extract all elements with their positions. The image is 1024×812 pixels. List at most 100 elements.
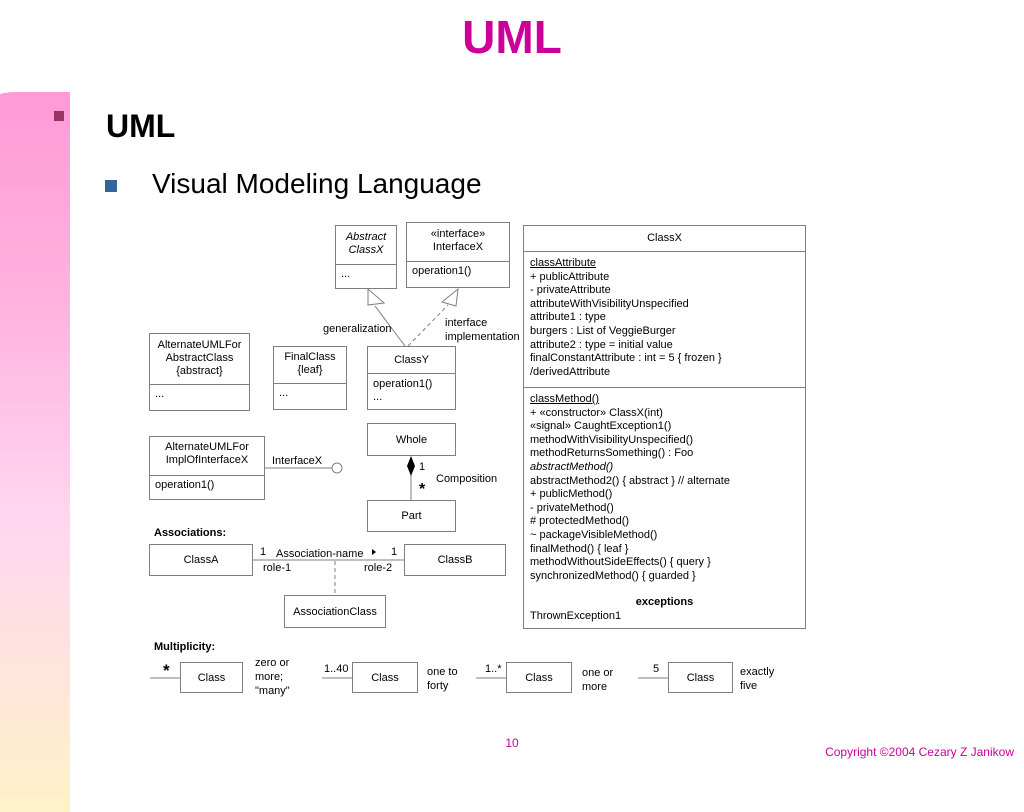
assoc-mult-left: 1 <box>260 546 267 558</box>
multiplicity-desc-line: more; <box>255 671 284 683</box>
class-x-methods: classMethod() + «constructor» ClassX(int… <box>524 387 805 629</box>
class-x-method: abstractMethod2() { abstract } // altern… <box>530 474 730 487</box>
alt-impl-line1: AlternateUMLFor <box>165 441 249 453</box>
generalization-label: generalization <box>323 323 392 335</box>
interface-operation: operation1() <box>407 261 509 281</box>
class-y-op1: operation1() <box>373 378 433 390</box>
multiplicity-class-box: Class <box>506 662 572 693</box>
class-x-method: methodWithoutSideEffects() { query } <box>530 556 711 569</box>
class-a-box: ClassA <box>149 544 253 576</box>
role-2-label: role-2 <box>364 562 393 574</box>
multiplicity-desc-line: five <box>740 680 758 692</box>
association-class-box: AssociationClass <box>284 595 386 628</box>
final-class-line1: FinalClass <box>284 351 336 363</box>
class-x-attributes: classAttribute + publicAttribute - priva… <box>524 251 805 387</box>
class-x-attribute: attributeWithVisibilityUnspecified <box>530 297 689 310</box>
multiplicity-desc-line: exactly <box>740 666 775 678</box>
multiplicity-desc-line: zero or <box>255 657 290 669</box>
class-y-op2: ... <box>373 391 383 403</box>
alt-abstract-body: ... <box>150 384 249 404</box>
interface-implementation-label-2: implementation <box>445 331 520 343</box>
interface-box: «interface» InterfaceX operation1() <box>406 222 510 288</box>
final-class-line2: {leaf} <box>297 364 323 376</box>
realization-line <box>407 304 449 347</box>
alt-abstract-line2: AbstractClass <box>165 352 234 364</box>
class-x-attribute: attribute1 : type <box>530 311 606 324</box>
slide-title: UML <box>462 11 562 63</box>
bullet-square-icon <box>54 111 64 121</box>
alt-impl-box: AlternateUMLFor ImplOfInterfaceX operati… <box>149 436 265 500</box>
realization-arrowhead <box>440 287 459 307</box>
interface-name: InterfaceX <box>432 241 484 253</box>
lollipop-circle <box>331 462 343 474</box>
multiplicity-class-box: Class <box>180 662 243 693</box>
multiplicity-value: 1..* <box>485 663 502 675</box>
class-x-attribute: + publicAttribute <box>530 270 610 283</box>
class-x-name: ClassX <box>647 232 682 244</box>
role-1-label: role-1 <box>263 562 292 574</box>
bullet-1-text: UML <box>106 108 176 144</box>
class-x-attribute: burgers : List of VeggieBurger <box>530 324 676 337</box>
class-y-name: ClassY <box>394 353 429 366</box>
whole-box: Whole <box>367 423 456 456</box>
page-number: 10 <box>505 736 519 750</box>
class-x-method: # protectedMethod() <box>530 515 630 528</box>
multiplicity-desc-line: "many" <box>255 685 290 697</box>
generalization-arrowhead <box>367 287 386 306</box>
association-name: Association-name <box>276 548 364 560</box>
association-class-name: AssociationClass <box>293 605 377 618</box>
class-x-method: classMethod() <box>530 393 600 405</box>
lollipop-label: InterfaceX <box>272 455 323 467</box>
class-x-attribute: - privateAttribute <box>530 284 611 297</box>
class-x-attribute: /derivedAttribute <box>530 365 611 378</box>
composition-label: Composition <box>436 473 498 485</box>
multiplicity-class-name: Class <box>525 671 553 684</box>
multiplicity-desc-line: one to <box>427 666 458 678</box>
interface-stereotype: «interface» <box>430 228 486 240</box>
composition-diamond <box>407 456 415 476</box>
multiplicity-header: Multiplicity: <box>154 641 216 653</box>
class-x-exceptions-header: exceptions <box>635 596 694 609</box>
interface-implementation-label-1: interface <box>445 317 488 329</box>
association-direction-arrow <box>372 549 376 555</box>
abstract-class-box: Abstract ClassX ... <box>335 225 397 289</box>
abstract-class-name-line1: Abstract <box>345 231 387 243</box>
associations-header: Associations: <box>154 527 227 539</box>
class-x-method: ~ packageVisibleMethod() <box>530 528 658 541</box>
diagram-connectors <box>150 287 668 679</box>
class-x-exception: ThrownException1 <box>530 609 622 622</box>
multiplicity-value: 1..40 <box>324 663 349 675</box>
multiplicity-desc-line: one or <box>582 667 614 679</box>
multiplicity-class-name: Class <box>371 671 399 684</box>
alt-impl-operation: operation1() <box>150 475 264 495</box>
class-x-attribute: attribute2 : type = initial value <box>530 338 673 351</box>
abstract-class-name-line2: ClassX <box>348 244 384 256</box>
multiplicity-desc-line: forty <box>427 680 449 692</box>
multiplicity-value: * <box>163 661 170 680</box>
multiplicity-class-name: Class <box>197 671 226 684</box>
bullet-square-icon <box>105 180 117 192</box>
whole-name: Whole <box>395 433 428 446</box>
class-b-name: ClassB <box>437 554 473 566</box>
class-x-method: synchronizedMethod() { guarded } <box>530 569 696 582</box>
class-a-name: ClassA <box>183 554 219 566</box>
class-x-method: methodWithVisibilityUnspecified() <box>530 433 694 446</box>
class-x-attribute: finalConstantAttribute : int = 5 { froze… <box>530 352 722 365</box>
bullet-2-text: Visual Modeling Language <box>152 168 482 199</box>
class-x-method: methodReturnsSomething() : Foo <box>530 447 694 460</box>
alt-abstract-class-box: AlternateUMLFor AbstractClass {abstract}… <box>149 333 250 411</box>
alt-abstract-line1: AlternateUMLFor <box>157 339 242 351</box>
class-x-method: - privateMethod() <box>530 501 614 514</box>
class-b-box: ClassB <box>404 544 506 576</box>
multiplicity-desc-line: more <box>582 681 608 693</box>
part-name: Part <box>401 510 422 522</box>
copyright: Copyright ©2004 Cezary Z Janikow <box>825 745 1014 759</box>
class-x-method: «signal» CaughtException1() <box>530 420 672 433</box>
final-class-body: ... <box>274 383 346 403</box>
class-x-method: + publicMethod() <box>530 488 613 501</box>
class-x-method: + «constructor» ClassX(int) <box>530 406 663 419</box>
multiplicity-class-name: Class <box>686 671 715 684</box>
composition-mult-one: 1 <box>419 461 426 473</box>
alt-impl-line2: ImplOfInterfaceX <box>165 454 249 466</box>
multiplicity-class-box: Class <box>668 662 733 693</box>
